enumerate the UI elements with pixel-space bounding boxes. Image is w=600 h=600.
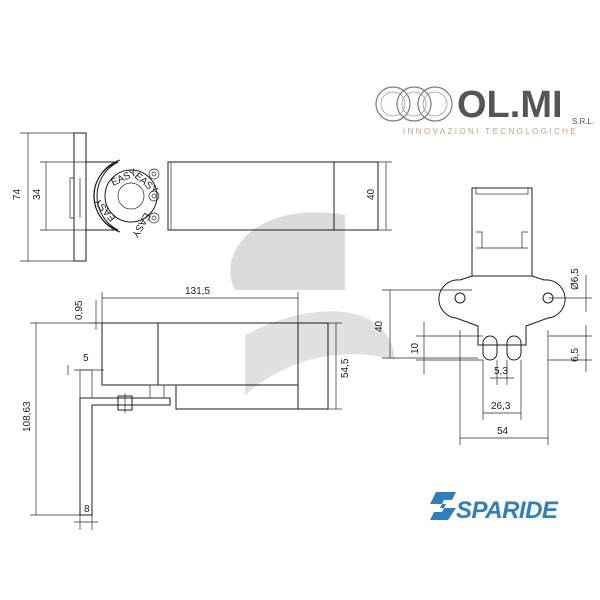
logo-name: OL.MI bbox=[457, 84, 563, 126]
logo-suffix: S.R.L. bbox=[572, 117, 594, 126]
dim-plate-width: 54 bbox=[497, 426, 509, 437]
dim-slot-spacing: 10 bbox=[410, 342, 421, 354]
front-view: 40 Ø6,5 10 6,5 5,3 26,3 54 bbox=[374, 187, 592, 445]
olmi-logo: OL.MI S.R.L. INNOVAZIONI TECNOLOGICHE bbox=[375, 84, 594, 136]
dim-height-545: 54,5 bbox=[340, 358, 351, 378]
side-view: 131,5 0,95 5 108,63 54,5 8 bbox=[22, 286, 351, 530]
dim-top-inner: 34 bbox=[32, 188, 43, 200]
dim-top-height: 74 bbox=[12, 188, 23, 200]
logo-tagline: INNOVAZIONI TECNOLOGICHE bbox=[403, 127, 578, 136]
sparide-logo: SPARIDE bbox=[430, 492, 559, 524]
dim-length: 131,5 bbox=[185, 286, 210, 297]
dim-top-right: 40 bbox=[366, 188, 377, 200]
sparide-brand: SPARIDE bbox=[456, 497, 559, 524]
dim-width-small: 5 bbox=[83, 353, 89, 364]
dim-total-height: 108,63 bbox=[22, 401, 33, 432]
engraving-3: EASY bbox=[129, 211, 152, 240]
dim-gap: 0,95 bbox=[74, 300, 85, 320]
watermark-swoosh bbox=[230, 212, 395, 395]
dim-slot-h: 6,5 bbox=[570, 348, 581, 362]
dim-right-height: 40 bbox=[374, 320, 385, 332]
dim-base: 8 bbox=[84, 504, 90, 515]
dim-slot-w: 5,3 bbox=[494, 366, 508, 377]
dim-hole-dia: Ø6,5 bbox=[570, 268, 581, 290]
dim-slot-span: 26,3 bbox=[491, 401, 511, 412]
